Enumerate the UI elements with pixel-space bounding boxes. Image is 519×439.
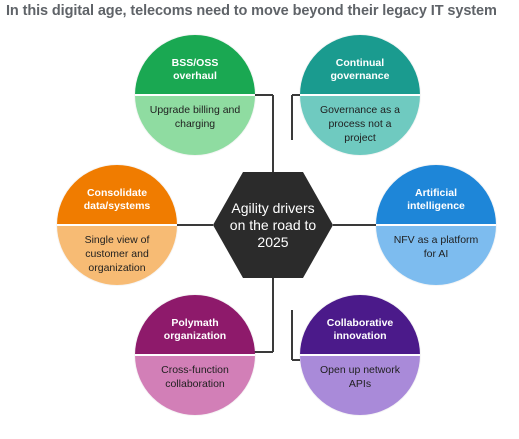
driver-bss-oss: BSS/OSS overhaul Upgrade billing and cha… — [135, 35, 255, 155]
driver-description: Governance as a process not a project — [300, 96, 420, 155]
center-label: Agility drivers on the road to 2025 — [229, 199, 317, 250]
connector-bottom-right — [291, 310, 300, 361]
driver-divider — [135, 94, 255, 96]
driver-divider — [300, 354, 420, 356]
center-hexagon — [213, 172, 333, 278]
page-headline: In this digital age, telecoms need to mo… — [6, 3, 497, 19]
driver-polymath: Polymath organization Cross-function col… — [135, 295, 255, 415]
driver-governance: Continual governance Governance as a pro… — [300, 35, 420, 155]
driver-divider — [135, 354, 255, 356]
driver-divider — [376, 224, 496, 226]
driver-title: Artificial intelligence — [376, 165, 496, 224]
driver-collaborative: Collaborative innovation Open up network… — [300, 295, 420, 415]
driver-divider — [57, 224, 177, 226]
driver-divider — [300, 94, 420, 96]
driver-ai: Artificial intelligence NFV as a platfor… — [376, 165, 496, 285]
connector-top-right — [291, 94, 300, 140]
driver-consolidate: Consolidate data/systems Single view of … — [57, 165, 177, 285]
